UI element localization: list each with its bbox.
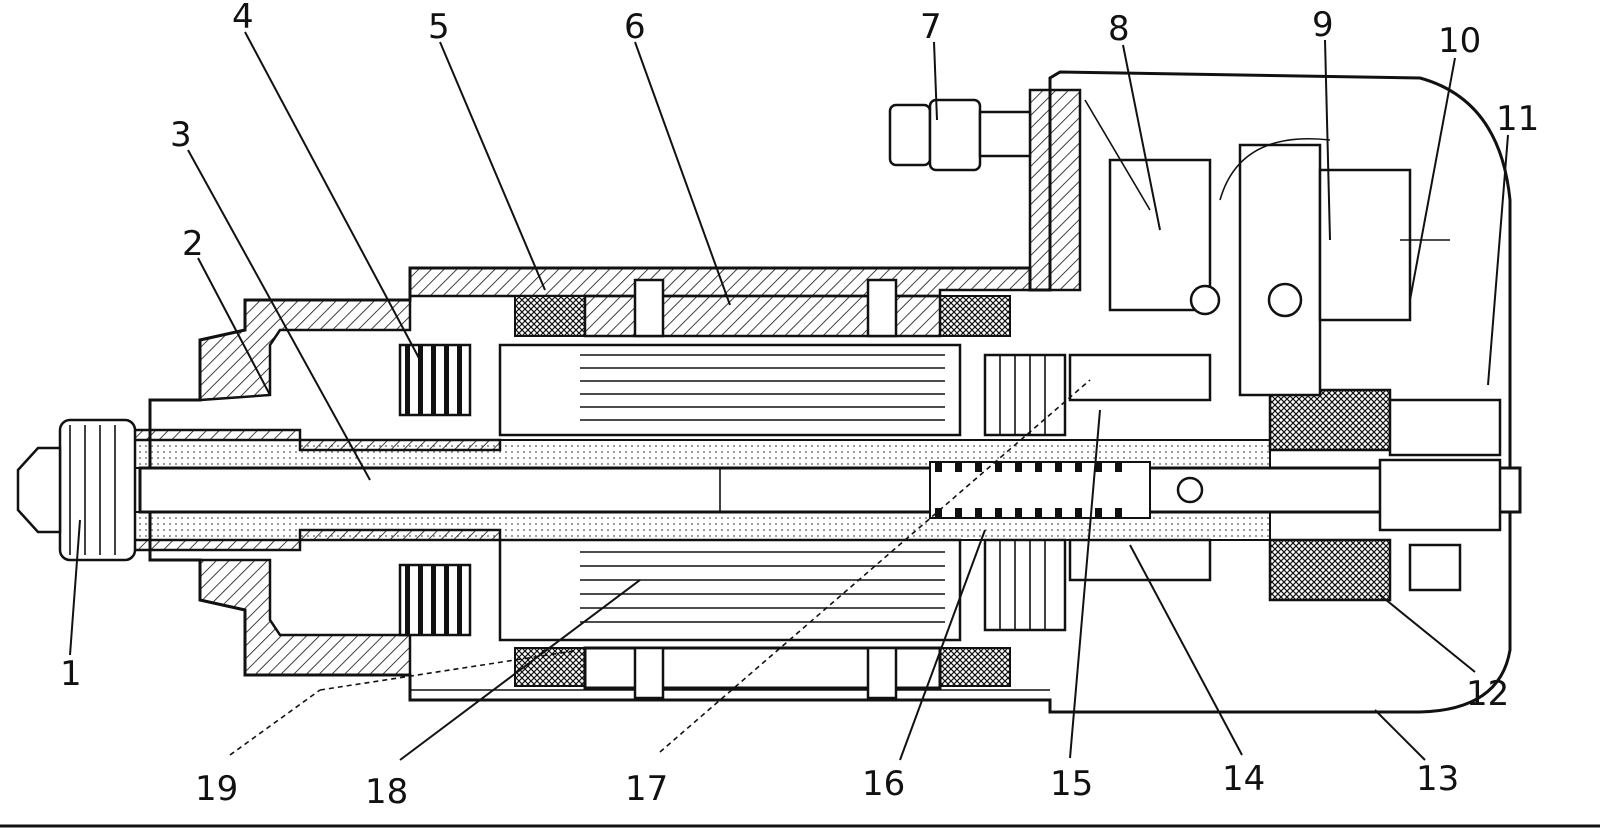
callout-2: 2 — [182, 224, 204, 264]
callout-11: 11 — [1496, 99, 1539, 139]
callout-12: 12 — [1466, 674, 1509, 714]
leader-8 — [1122, 44, 1161, 231]
callout-19: 19 — [195, 769, 238, 809]
clutch-pack — [398, 343, 472, 637]
leader-10 — [1409, 57, 1456, 301]
leader-lines — [69, 31, 1509, 761]
leader-9 — [1324, 39, 1331, 241]
leader-13 — [1374, 709, 1426, 761]
armature — [498, 343, 1067, 642]
leader-19 — [229, 689, 321, 756]
callout-8: 8 — [1108, 9, 1130, 49]
terminal-assembly — [888, 88, 1450, 582]
leader-17 — [659, 379, 1091, 753]
leader-7 — [933, 41, 938, 121]
leader-1 — [69, 519, 81, 656]
callout-10: 10 — [1438, 21, 1481, 61]
callout-13: 13 — [1416, 759, 1459, 799]
leader-6 — [634, 41, 731, 306]
callout-17: 17 — [625, 769, 668, 809]
shaft-assembly — [128, 428, 1522, 552]
leader-19b — [319, 649, 581, 691]
leader-4 — [244, 31, 421, 361]
leader-16 — [899, 529, 986, 761]
callout-14: 14 — [1222, 759, 1265, 799]
callout-3: 3 — [170, 115, 192, 155]
callout-6: 6 — [624, 7, 646, 47]
leader-18 — [399, 579, 641, 761]
solenoid — [1268, 388, 1502, 602]
callout-5: 5 — [428, 7, 450, 47]
callout-1: 1 — [60, 654, 82, 694]
leader-5 — [439, 41, 546, 291]
leader-12 — [1379, 594, 1476, 673]
leader-2 — [197, 257, 271, 396]
callout-16: 16 — [862, 764, 905, 804]
callout-18: 18 — [365, 772, 408, 812]
callout-4: 4 — [232, 0, 254, 37]
leader-3 — [187, 149, 371, 481]
callout-9: 9 — [1312, 5, 1334, 45]
callout-labels: 1 2 3 4 5 6 7 8 9 10 11 12 13 14 15 16 1… — [60, 0, 1539, 812]
return-spring — [929, 461, 1204, 519]
pinion-and-nut — [16, 418, 137, 562]
callout-7: 7 — [920, 7, 942, 47]
leader-15 — [1069, 409, 1101, 759]
leader-14 — [1129, 544, 1243, 756]
leader-11 — [1487, 134, 1509, 386]
callout-15: 15 — [1050, 764, 1093, 804]
field-coils — [514, 278, 1011, 700]
